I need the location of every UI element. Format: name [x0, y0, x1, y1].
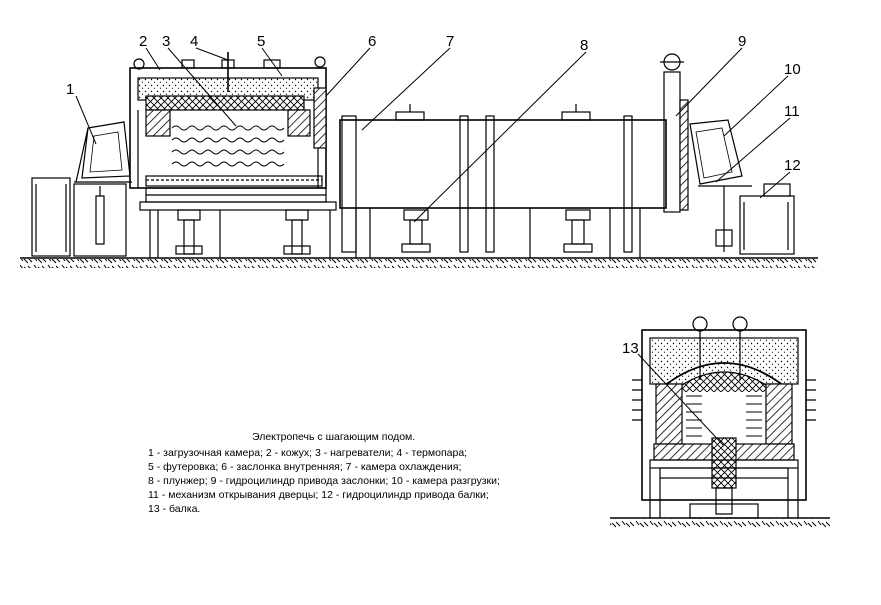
plunger-8	[401, 209, 593, 253]
heater-elements	[171, 125, 285, 167]
callout-10: 10	[784, 61, 801, 78]
caption-line: 11 - механизм открывания дверцы; 12 - ги…	[148, 489, 489, 501]
beam-cylinder	[739, 183, 795, 255]
callout-2: 2	[139, 33, 147, 50]
cross-section	[610, 316, 830, 528]
caption: Электропечь с шагающим подом. 1 - загруз…	[148, 430, 548, 516]
callout-3: 3	[162, 33, 170, 50]
callout-1: 1	[66, 81, 74, 98]
damper-cylinder	[660, 53, 689, 213]
caption-line: 13 - балка.	[148, 503, 201, 515]
callout-4: 4	[190, 33, 198, 50]
callout-11: 11	[784, 103, 800, 120]
callout-5: 5	[257, 33, 265, 50]
callout-12: 12	[784, 157, 801, 174]
section-heaters	[686, 395, 762, 437]
callout-9: 9	[738, 33, 746, 50]
loading-chamber	[74, 121, 132, 183]
main-elevation	[20, 52, 818, 268]
cooling-chamber	[339, 104, 667, 258]
callouts-main	[75, 47, 791, 223]
caption-title: Электропечь с шагающим подом.	[252, 431, 416, 443]
heating-chamber	[129, 52, 327, 189]
caption-line: 8 - плунжер; 9 - гидроцилиндр привода за…	[148, 475, 500, 487]
callout-labels: 1 2 3 4 5 6 7 8 9 10 11 12 13	[66, 33, 801, 357]
unloading-chamber	[689, 119, 752, 252]
callout-7: 7	[446, 33, 454, 50]
caption-line: 5 - футеровка; 6 - заслонка внутренняя; …	[148, 461, 462, 473]
callout-13: 13	[622, 340, 639, 357]
callout-6: 6	[368, 33, 376, 50]
caption-line: 1 - загрузочная камера; 2 - кожух; 3 - н…	[148, 447, 468, 459]
callout-8: 8	[580, 37, 588, 54]
plunger-right	[283, 209, 311, 255]
plunger-left	[175, 209, 203, 255]
